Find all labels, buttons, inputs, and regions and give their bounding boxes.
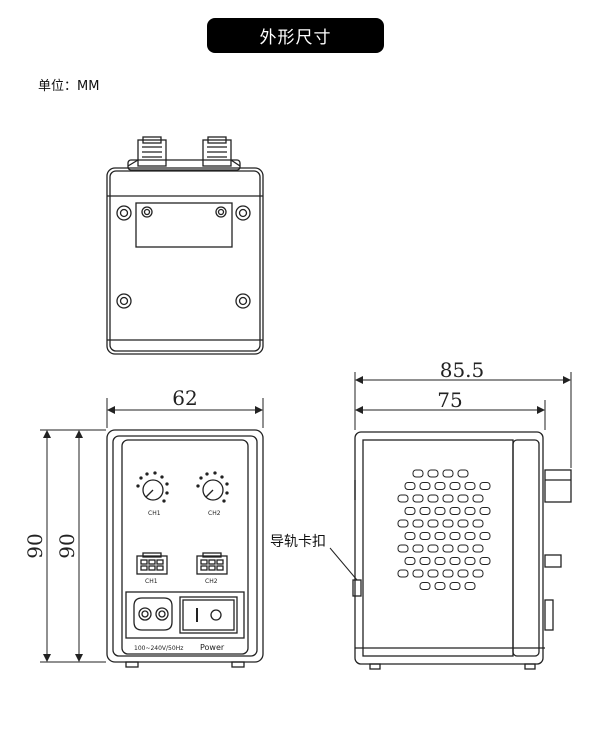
- vent-slot: [449, 507, 461, 515]
- rear-connector: [544, 469, 572, 503]
- vent-slot: [479, 482, 491, 490]
- vent-slot: [434, 557, 446, 565]
- power-spec: 100~240V/50Hz: [134, 645, 183, 652]
- label-window: [135, 202, 233, 248]
- connector2-label: CH2: [205, 578, 218, 585]
- vent-slot: [404, 482, 416, 490]
- vent-slot: [427, 519, 439, 528]
- depth-dimensions: [354, 372, 572, 468]
- width-value: 62: [172, 386, 197, 410]
- vent-slot: [427, 544, 439, 553]
- vent-slot: [419, 557, 431, 565]
- vent-slot: [412, 519, 424, 528]
- vent-slot: [419, 507, 431, 515]
- vent-slot: [397, 544, 409, 553]
- knob2-label: CH2: [208, 510, 221, 517]
- knob1-label: CH1: [148, 510, 161, 517]
- vent-slot: [442, 519, 454, 528]
- vent-slot: [457, 519, 469, 528]
- vent-slot: [464, 507, 476, 515]
- screw-holes: [116, 205, 251, 309]
- vent-slot: [404, 532, 416, 540]
- height-inner-value: 90: [55, 533, 79, 558]
- side-view: [352, 431, 572, 670]
- vent-grille: [397, 469, 491, 590]
- vent-slot: [404, 557, 416, 565]
- vent-slot: [442, 569, 454, 578]
- vent-slot: [412, 544, 424, 553]
- top-view: [106, 136, 264, 355]
- vent-slot: [397, 569, 409, 578]
- vent-slot: [449, 532, 461, 540]
- vent-slot: [434, 482, 446, 490]
- knob-ch1: [136, 471, 169, 503]
- vent-slot: [434, 582, 446, 590]
- power-switch: [179, 596, 238, 634]
- vent-slot: [427, 569, 439, 578]
- vent-slot: [464, 557, 476, 565]
- connector-ch2: [196, 552, 228, 575]
- callout-leader: [329, 547, 358, 581]
- vent-slot: [464, 532, 476, 540]
- vent-slot: [449, 482, 461, 490]
- vent-slot: [442, 469, 454, 478]
- vent-slot: [457, 569, 469, 578]
- connector1-label: CH1: [145, 578, 158, 585]
- vent-slot: [427, 494, 439, 503]
- ac-inlet: [133, 597, 173, 631]
- vent-slot: [434, 507, 446, 515]
- vent-slot: [464, 582, 476, 590]
- vent-slot: [427, 469, 439, 478]
- vent-slot: [472, 569, 484, 578]
- vent-slot: [479, 557, 491, 565]
- connector-ch1: [136, 552, 168, 575]
- vent-slot: [472, 494, 484, 503]
- vent-slot: [442, 494, 454, 503]
- vent-slot: [412, 494, 424, 503]
- vent-slot: [412, 469, 424, 478]
- vent-slot: [397, 494, 409, 503]
- unit-label: 单位：MM: [38, 79, 100, 94]
- vent-slot: [464, 482, 476, 490]
- power-label: Power: [200, 643, 225, 652]
- vent-slot: [457, 469, 469, 478]
- knob-ch2: [196, 471, 229, 503]
- depth-total-value: 85.5: [440, 358, 485, 382]
- width-dimension: [106, 398, 264, 428]
- vent-slot: [397, 519, 409, 528]
- vent-slot: [449, 582, 461, 590]
- din-rail-clip: [352, 579, 362, 597]
- vent-slot: [419, 482, 431, 490]
- din-rail-clip-label: 导轨卡扣: [270, 534, 326, 550]
- front-panel-labels: CH1 CH2 CH1 CH2 100~240V/50Hz Power: [134, 510, 225, 652]
- depth-body-value: 75: [437, 388, 462, 412]
- section-title: 外形尺寸: [207, 18, 384, 53]
- vent-slot: [419, 532, 431, 540]
- vent-slot: [412, 569, 424, 578]
- vent-slot: [404, 507, 416, 515]
- top-connector-left: [137, 136, 167, 167]
- front-view: [106, 429, 264, 668]
- rear-port: [544, 554, 562, 568]
- vent-slot: [434, 532, 446, 540]
- height-dimensions: [40, 429, 106, 663]
- height-outer-value: 90: [23, 533, 47, 558]
- vent-slot: [472, 519, 484, 528]
- vent-slot: [479, 507, 491, 515]
- vent-slot: [472, 544, 484, 553]
- top-connector-right: [202, 136, 232, 167]
- vent-slot: [449, 557, 461, 565]
- vent-slot: [442, 544, 454, 553]
- vent-slot: [457, 494, 469, 503]
- vent-slot: [457, 544, 469, 553]
- vent-slot: [479, 532, 491, 540]
- vent-slot: [419, 582, 431, 590]
- power-section: [125, 591, 245, 639]
